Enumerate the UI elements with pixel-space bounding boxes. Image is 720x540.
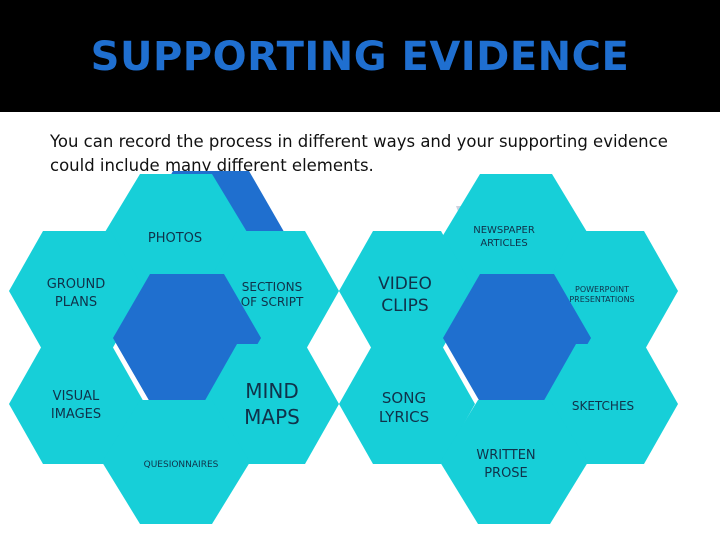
hex-photos: [102, 174, 250, 300]
label-photos: PHOTOS: [148, 231, 202, 246]
hex-newspaper-articles: [442, 174, 590, 300]
hex-video-clips: [339, 231, 475, 351]
hex-song-lyrics: [339, 344, 475, 464]
label-song-lyrics-2: LYRICS: [379, 408, 429, 426]
label-visual-images-1: VISUAL: [53, 389, 100, 404]
label-visual-images-2: IMAGES: [51, 407, 101, 422]
label-questionnaires: QUESIONNAIRES: [144, 460, 219, 470]
label-newspaper-2: ARTICLES: [480, 238, 527, 249]
hex-mind-maps: [203, 344, 339, 464]
label-mind-maps-2: MAPS: [244, 405, 300, 429]
hex-questionnaires: [102, 400, 250, 524]
label-sections-2: OF SCRIPT: [241, 295, 304, 309]
label-sketches: SKETCHES: [572, 399, 634, 413]
center-hex-right: [443, 274, 591, 402]
label-ground-plans-2: PLANS: [55, 295, 97, 310]
hex-visual-images: [9, 344, 145, 464]
hex-sketches: [542, 344, 678, 464]
label-mind-maps-1: MIND: [245, 379, 299, 403]
label-sections-1: SECTIONS: [242, 280, 303, 294]
label-written-prose-2: PROSE: [484, 466, 528, 481]
slide-title: SUPPORTING EVIDENCE: [90, 34, 630, 80]
label-video-clips-1: VIDEO: [378, 274, 432, 294]
hex-ground-plans: [9, 231, 145, 351]
label-powerpoint-2: PRESENTATIONS: [569, 295, 634, 304]
label-song-lyrics-1: SONG: [382, 389, 426, 407]
hex-written-prose: [440, 400, 588, 524]
label-written-prose-1: WRITTEN: [476, 448, 535, 463]
label-newspaper-1: NEWSPAPER: [473, 225, 535, 236]
label-powerpoint-1: POWERPOINT: [575, 285, 629, 294]
title-bar: [0, 0, 720, 112]
label-ground-plans-1: GROUND: [47, 277, 106, 292]
label-video-clips-2: CLIPS: [381, 296, 428, 316]
intro-text: You can record the process in different …: [50, 132, 668, 175]
